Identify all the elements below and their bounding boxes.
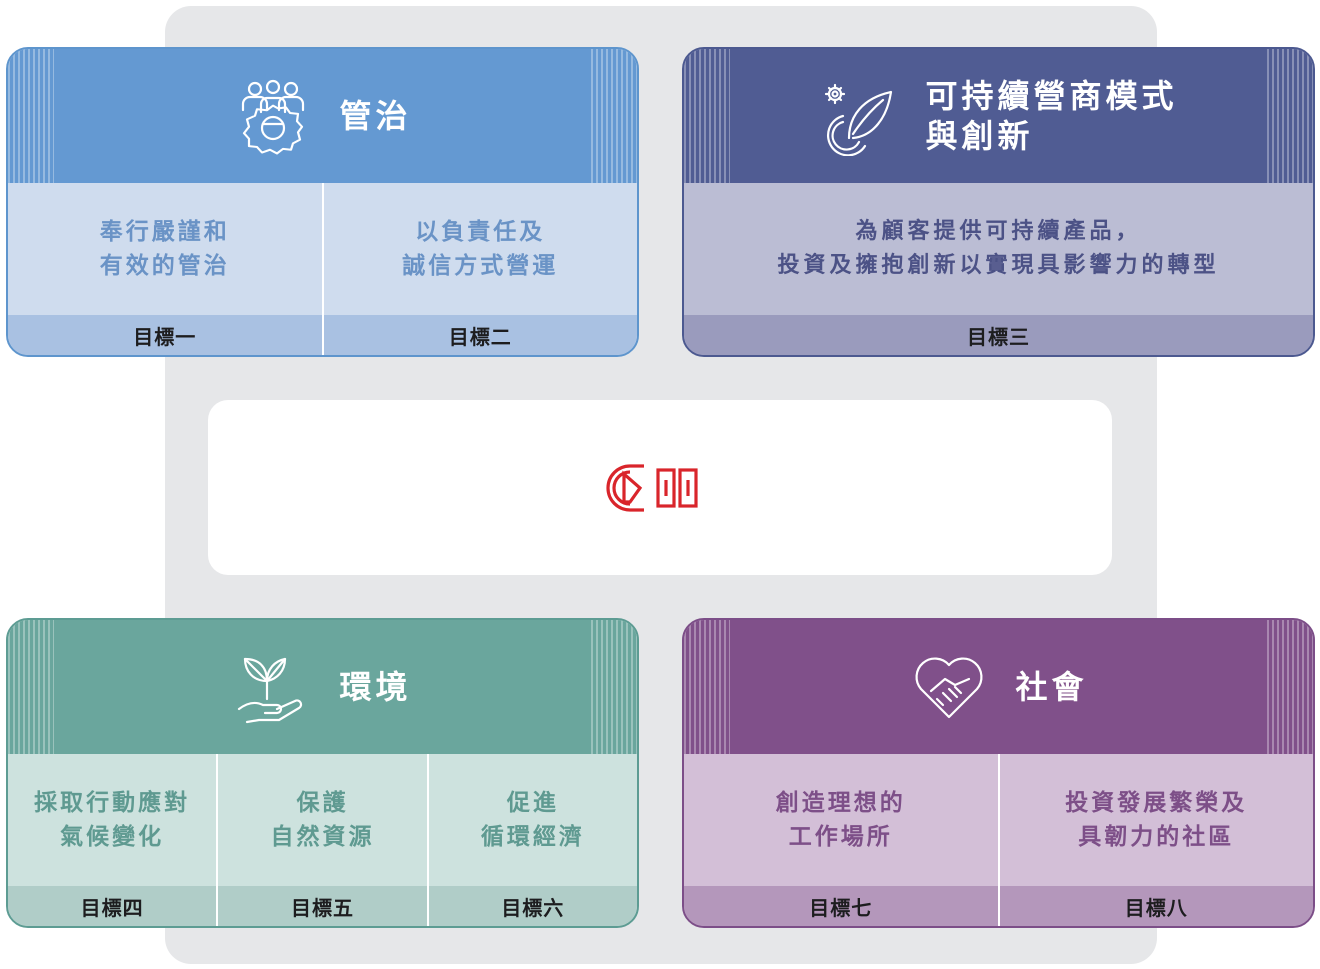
goal-label: 目標七 <box>684 886 998 926</box>
goal-column: 採取行動應對 氣候變化 目標四 <box>8 754 217 926</box>
header-stripes <box>591 620 637 754</box>
goal-label: 目標一 <box>8 315 322 355</box>
goal-label: 目標二 <box>323 315 637 355</box>
environment-panel: 環境 採取行動應對 氣候變化 目標四 保護 自然資源 目標五 促進 循環經濟 目… <box>6 618 639 928</box>
goal-column: 奉行嚴謹和 有效的管治 目標一 <box>8 183 322 355</box>
goal-label: 目標八 <box>999 886 1313 926</box>
goal-column: 保護 自然資源 目標五 <box>216 754 427 926</box>
governance-header: 管治 <box>8 49 637 183</box>
goal-text: 創造理想的 工作場所 <box>775 790 906 850</box>
goal-label: 目標四 <box>8 886 217 926</box>
people-gear-icon <box>242 79 305 155</box>
goal-text: 以負責任及 誠信方式營運 <box>402 219 559 279</box>
society-panel: 社會 創造理想的 工作場所 目標七 投資發展繁榮及 具韌力的社區 目標八 <box>682 618 1315 928</box>
business-header: 可持續營商模式 與創新 <box>684 49 1313 183</box>
governance-panel: 管治 奉行嚴謹和 有效的管治 目標一 以負責任及 誠信方式營運 目標二 <box>6 47 639 357</box>
panel-title: 管治 <box>339 97 412 135</box>
heart-handshake-icon <box>915 657 984 719</box>
goal-label: 目標五 <box>218 886 427 926</box>
goal-label: 目標三 <box>684 315 1313 355</box>
goal-text: 採取行動應對 氣候變化 <box>34 790 191 850</box>
goal-text: 投資發展繁榮及 具韌力的社區 <box>1065 790 1248 850</box>
header-stripes <box>8 620 54 754</box>
goal-text: 奉行嚴謹和 有效的管治 <box>99 219 230 279</box>
goal-text: 促進 循環經濟 <box>480 790 585 850</box>
goal-column: 以負責任及 誠信方式營運 目標二 <box>321 183 637 355</box>
header-stripes <box>1267 49 1313 183</box>
gear-leaf-icon <box>825 83 893 156</box>
header-stripes <box>8 49 54 183</box>
goal-label: 目標六 <box>428 886 637 926</box>
header-stripes <box>591 49 637 183</box>
panel-title: 社會 <box>1015 668 1088 706</box>
goal-column: 為顧客提供可持續產品， 投資及擁抱創新以實現具影響力的轉型 目標三 <box>684 183 1313 355</box>
environment-header: 環境 <box>8 620 637 754</box>
society-header: 社會 <box>684 620 1313 754</box>
header-stripes <box>684 620 730 754</box>
goal-text: 保護 自然資源 <box>270 790 375 850</box>
hand-plant-icon <box>238 657 303 724</box>
panel-title: 可持續營商模式 與創新 <box>925 77 1178 155</box>
business-panel: 可持續營商模式 與創新 為顧客提供可持續產品， 投資及擁抱創新以實現具影響力的轉… <box>682 47 1315 357</box>
goal-column: 促進 循環經濟 目標六 <box>426 754 637 926</box>
company-logo-card <box>208 400 1112 575</box>
goal-text: 為顧客提供可持續產品， 投資及擁抱創新以實現具影響力的轉型 <box>777 219 1220 278</box>
goal-column: 投資發展繁榮及 具韌力的社區 目標八 <box>997 754 1313 926</box>
goal-column: 創造理想的 工作場所 目標七 <box>684 754 998 926</box>
header-stripes <box>684 49 730 183</box>
header-stripes <box>1267 620 1313 754</box>
ckh-logo-icon <box>606 463 698 512</box>
panel-title: 環境 <box>339 668 412 706</box>
